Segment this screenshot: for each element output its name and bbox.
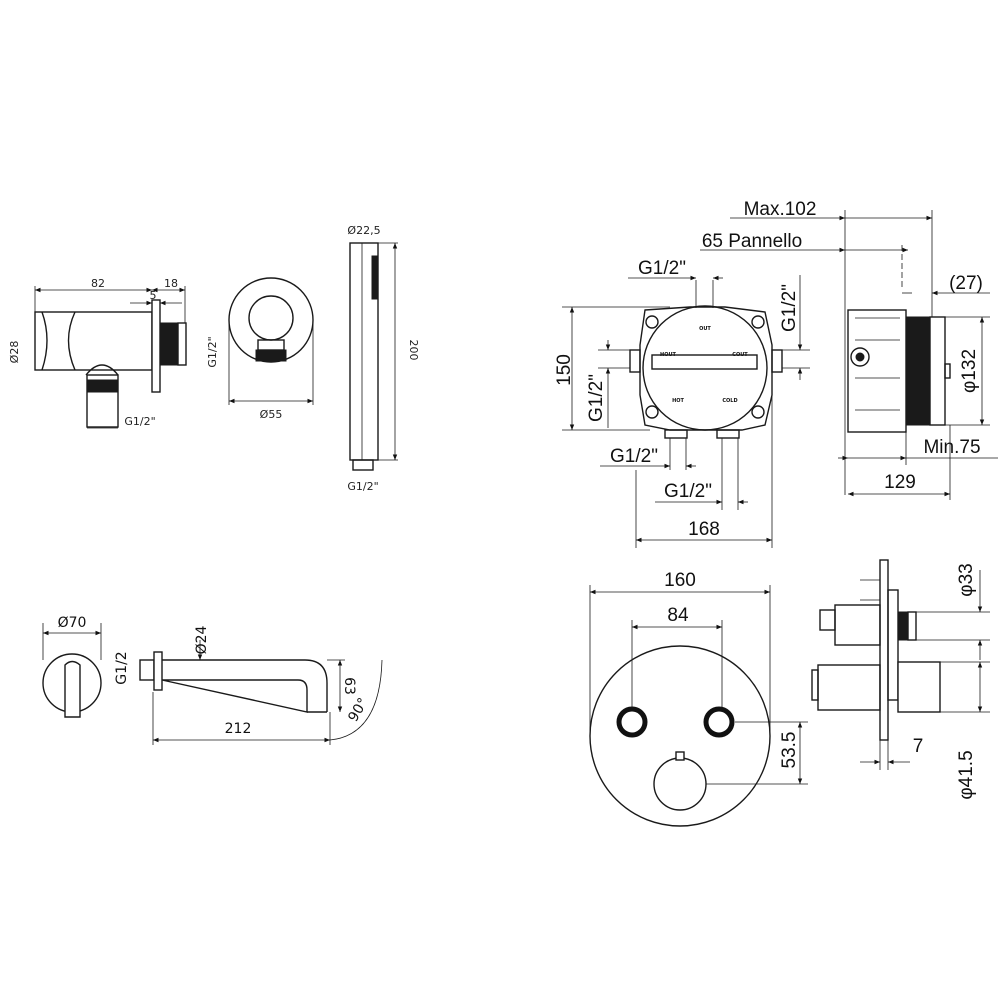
dim-box-width: 168 xyxy=(688,519,720,540)
hand-shower: Ø22,5 200 G1/2" xyxy=(347,224,420,493)
dim-shower-length: 200 xyxy=(407,340,420,361)
dim-rosette: Ø70 xyxy=(58,615,87,631)
port-hout: HOUT xyxy=(660,352,676,358)
dim-button-diameter: φ33 xyxy=(956,563,977,596)
dim-extension: (27) xyxy=(949,273,983,294)
wall-connector: 82 18 5 Ø28 G1/2" G1/2" xyxy=(8,277,219,429)
port-out: OUT xyxy=(699,326,711,332)
dim-box-height: 150 xyxy=(554,354,575,386)
dim-plate-thickness: 7 xyxy=(913,736,924,757)
dim-left-thread: G1/2" xyxy=(586,374,607,422)
dim-top-thread: G1/2" xyxy=(638,258,686,279)
dim-knob-diameter: φ41.5 xyxy=(956,750,977,799)
valve-side-view: φ33 7 φ41.5 xyxy=(811,559,990,800)
concealed-box-side: Max.102 65 Pannello (27) φ132 Min.75 129 xyxy=(700,199,998,500)
dim-flange: 18 xyxy=(164,277,178,290)
dim-spout-length: 212 xyxy=(225,721,252,737)
concealed-box-front: OUT HOUT COUT HOT COLD 150 G1/2" G1/2" G… xyxy=(554,258,810,548)
dim-box-depth: 129 xyxy=(884,472,916,493)
dim-bottom-left-thread: G1/2" xyxy=(610,446,658,467)
dim-thread-side: G1/2" xyxy=(206,336,219,367)
dim-spout-angle: 90° xyxy=(345,695,371,725)
dim-box-diameter: φ132 xyxy=(959,349,980,393)
port-cout: COUT xyxy=(732,352,748,358)
dim-shower-thread: G1/2" xyxy=(347,480,378,493)
dim-pipe: Ø24 xyxy=(194,625,210,654)
dim-cover-diameter: Ø55 xyxy=(260,408,283,421)
dim-max-depth: Max.102 xyxy=(744,199,817,220)
port-cold: COLD xyxy=(722,398,737,404)
wall-cover: Ø55 xyxy=(228,277,314,421)
dim-knob-offset: 53.5 xyxy=(779,732,800,769)
port-hot: HOT xyxy=(672,398,684,404)
dim-flange-thickness: 5 xyxy=(150,289,157,302)
dim-spout-thread: G1/2 xyxy=(114,651,130,684)
dim-length: 82 xyxy=(91,277,105,290)
dim-diameter: Ø28 xyxy=(8,341,21,364)
dim-button-spacing: 84 xyxy=(667,605,689,626)
trim-plate-front: 160 84 53.5 xyxy=(589,570,808,827)
dim-plate-diameter: 160 xyxy=(664,570,696,591)
dim-spout-height: 63 xyxy=(341,677,357,695)
dim-bottom-right-thread: G1/2" xyxy=(664,481,712,502)
spout: Ø70 Ø24 G1/2 212 63 90° xyxy=(42,615,383,745)
dim-shower-diameter: Ø22,5 xyxy=(347,224,380,237)
dim-panel: 65 Pannello xyxy=(702,231,802,252)
dim-right-thread: G1/2" xyxy=(779,284,800,332)
dim-min-depth: Min.75 xyxy=(923,437,980,458)
dim-thread-bottom: G1/2" xyxy=(124,415,155,428)
